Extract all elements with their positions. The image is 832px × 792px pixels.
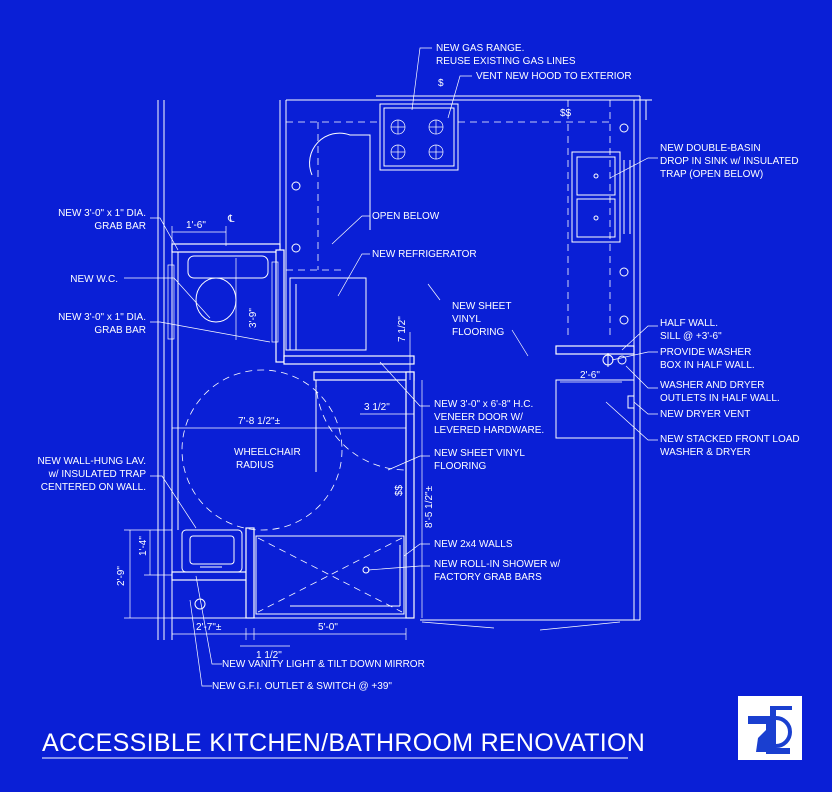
note-grab-bar-top-2: GRAB BAR bbox=[94, 221, 146, 232]
dim-3-9: 3'-9" bbox=[248, 308, 259, 328]
half-wall-laundry bbox=[555, 345, 635, 439]
leader-lines bbox=[124, 47, 658, 687]
gas-range bbox=[379, 103, 459, 171]
main-walls bbox=[157, 95, 652, 640]
dim-centerline: ℄ bbox=[227, 214, 235, 225]
note-washer-box-2: BOX IN HALF WALL. bbox=[660, 360, 755, 371]
note-door-2: VENEER DOOR W/ bbox=[434, 412, 523, 423]
dim-8-5-half: 8'-5 1/2"± bbox=[424, 485, 435, 528]
note-door-1: NEW 3'-0" x 6'-8" H.C. bbox=[434, 399, 533, 410]
note-vanity-light: NEW VANITY LIGHT & TILT DOWN MIRROR bbox=[222, 659, 425, 670]
note-kitchen-vinyl-2: VINYL bbox=[452, 314, 481, 325]
logo-mark bbox=[738, 696, 802, 760]
note-kitchen-vinyl-1: NEW SHEET bbox=[452, 301, 511, 312]
dimension-labels: 1'-6" ℄ 3'-9" 7 1/2" 7'-8 1/2"± 3 1/2" 2… bbox=[116, 214, 600, 661]
note-shower-2: FACTORY GRAB BARS bbox=[434, 572, 542, 583]
note-grab-bar-mid-2: GRAB BAR bbox=[94, 325, 146, 336]
switch-gas-symbol: $ bbox=[438, 78, 444, 89]
note-half-wall-2: SILL @ +3'-6" bbox=[660, 331, 722, 342]
note-door-3: LEVERED HARDWARE. bbox=[434, 425, 544, 436]
floor-drain bbox=[194, 598, 206, 610]
note-walls-2x4: NEW 2x4 WALLS bbox=[434, 539, 513, 550]
note-bath-vinyl-2: FLOORING bbox=[434, 461, 486, 472]
dim-1-6: 1'-6" bbox=[186, 220, 206, 231]
note-stacked-2: WASHER & DRYER bbox=[660, 447, 751, 458]
note-grab-bar-top-1: NEW 3'-0" x 1" DIA. bbox=[58, 208, 146, 219]
dimension-lines bbox=[124, 226, 622, 647]
note-sink-2: DROP IN SINK w/ INSULATED bbox=[660, 156, 799, 167]
refrigerator bbox=[289, 277, 367, 351]
switch-kitchen-symbol: $$ bbox=[560, 108, 572, 119]
dim-1-half: 1 1/2" bbox=[256, 650, 282, 661]
note-sink-3: TRAP (OPEN BELOW) bbox=[660, 169, 763, 180]
note-vent-hood: VENT NEW HOOD TO EXTERIOR bbox=[476, 71, 632, 82]
wall-hung-lav bbox=[181, 529, 243, 573]
note-open-below: OPEN BELOW bbox=[372, 211, 440, 222]
note-stacked-1: NEW STACKED FRONT LOAD bbox=[660, 434, 800, 445]
dim-3-half: 3 1/2" bbox=[364, 402, 390, 413]
dim-2-6: 2'-6" bbox=[580, 370, 600, 381]
roll-in-shower bbox=[255, 535, 405, 615]
note-washer-outlets-1: WASHER AND DRYER bbox=[660, 380, 764, 391]
note-lav-1: NEW WALL-HUNG LAV. bbox=[37, 456, 146, 467]
dim-2-7: 2'-7"± bbox=[196, 622, 222, 633]
note-dryer-vent: NEW DRYER VENT bbox=[660, 409, 750, 420]
grab-bar-left-top bbox=[167, 264, 175, 340]
note-new-wc: NEW W.C. bbox=[70, 274, 118, 285]
annotations: NEW GAS RANGE. REUSE EXISTING GAS LINES … bbox=[37, 43, 799, 692]
bath-door bbox=[315, 379, 407, 472]
note-sink-1: NEW DOUBLE-BASIN bbox=[660, 143, 761, 154]
wheelchair-radius-circle bbox=[181, 369, 343, 531]
dim-7-8-half: 7'-8 1/2"± bbox=[238, 416, 281, 427]
note-gas-range-2: REUSE EXISTING GAS LINES bbox=[436, 56, 576, 67]
switch-symbols: $ $$ $$ bbox=[394, 78, 572, 496]
switch-bath-symbol: $$ bbox=[394, 484, 405, 496]
double-basin-sink bbox=[571, 123, 631, 325]
note-shower-1: NEW ROLL-IN SHOWER w/ bbox=[434, 559, 560, 570]
note-gfi-outlet: NEW G.F.I. OUTLET & SWITCH @ +39" bbox=[212, 681, 392, 692]
note-washer-box-1: PROVIDE WASHER bbox=[660, 347, 751, 358]
kitchen-counters bbox=[286, 100, 611, 340]
note-bath-vinyl-1: NEW SHEET VINYL bbox=[434, 448, 525, 459]
note-lav-3: CENTERED ON WALL. bbox=[41, 482, 146, 493]
note-grab-bar-mid-1: NEW 3'-0" x 1" DIA. bbox=[58, 312, 146, 323]
dim-1-4: 1'-4" bbox=[138, 536, 149, 556]
note-wheelchair-2: RADIUS bbox=[236, 460, 274, 471]
note-lav-2: w/ INSULATED TRAP bbox=[48, 469, 147, 480]
dim-5-0: 5'-0" bbox=[318, 622, 338, 633]
note-half-wall-1: HALF WALL. bbox=[660, 318, 718, 329]
note-new-refrigerator: NEW REFRIGERATOR bbox=[372, 249, 477, 260]
note-wheelchair-1: WHEELCHAIR bbox=[234, 447, 301, 458]
bathroom-walls bbox=[171, 243, 415, 640]
dim-2-9: 2'-9" bbox=[116, 566, 127, 586]
note-gas-range-1: NEW GAS RANGE. bbox=[436, 43, 524, 54]
exterior-doors bbox=[421, 621, 621, 631]
drawing-title: ACCESSIBLE KITCHEN/BATHROOM RENOVATION bbox=[42, 729, 645, 757]
note-washer-outlets-2: OUTLETS IN HALF WALL. bbox=[660, 393, 780, 404]
note-kitchen-vinyl-3: FLOORING bbox=[452, 327, 504, 338]
grab-bar-right bbox=[271, 261, 279, 343]
dim-7-half: 7 1/2" bbox=[397, 316, 408, 342]
